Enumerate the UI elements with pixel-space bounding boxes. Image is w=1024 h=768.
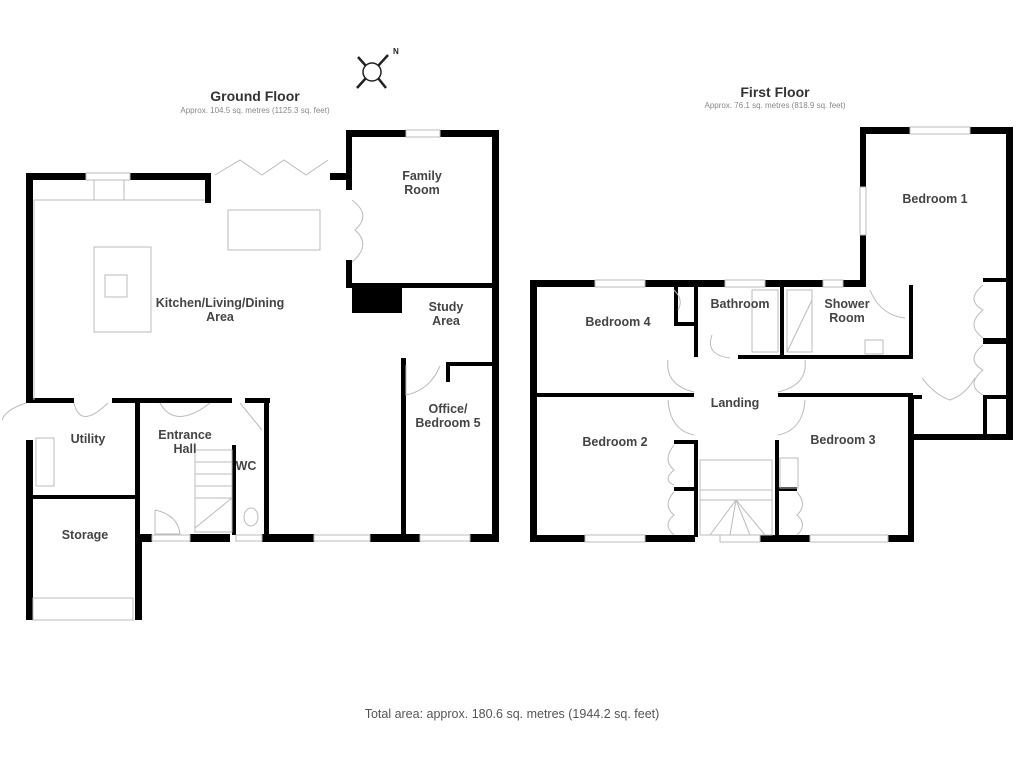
room-office: Office/ Bedroom 5	[415, 402, 481, 430]
room-study: Study Area	[428, 300, 464, 328]
ground-floor-title: Ground Floor	[210, 88, 300, 104]
first-floor-area: Approx. 76.1 sq. metres (818.9 sq. feet)	[704, 101, 846, 110]
room-storage: Storage	[61, 528, 109, 542]
room-bedroom-2: Bedroom 2	[582, 435, 648, 449]
room-bedroom-4: Bedroom 4	[585, 315, 651, 329]
compass-icon: N	[356, 47, 399, 89]
svg-text:N: N	[393, 47, 399, 56]
room-wc: WC	[235, 459, 257, 473]
total-area: Total area: approx. 180.6 sq. metres (19…	[364, 707, 660, 721]
room-shower: Shower Room	[824, 297, 870, 325]
room-bathroom: Bathroom	[710, 297, 770, 311]
first-floor-fixtures	[584, 126, 984, 543]
room-family: Family Room	[402, 169, 442, 197]
room-bedroom-1: Bedroom 1	[902, 192, 968, 206]
ground-floor-area: Approx. 104.5 sq. metres (1125.3 sq. fee…	[180, 106, 330, 115]
room-utility: Utility	[70, 432, 106, 446]
room-bedroom-3: Bedroom 3	[810, 433, 876, 447]
first-floor-walls	[530, 127, 1013, 542]
room-kitchen: Kitchen/Living/Dining Area	[155, 296, 285, 324]
ground-floor-fixtures	[1, 129, 471, 621]
first-floor-title: First Floor	[740, 84, 810, 100]
ground-floor-walls	[26, 130, 499, 620]
room-landing: Landing	[710, 396, 760, 410]
room-entrance-hall: Entrance Hall	[158, 428, 212, 456]
